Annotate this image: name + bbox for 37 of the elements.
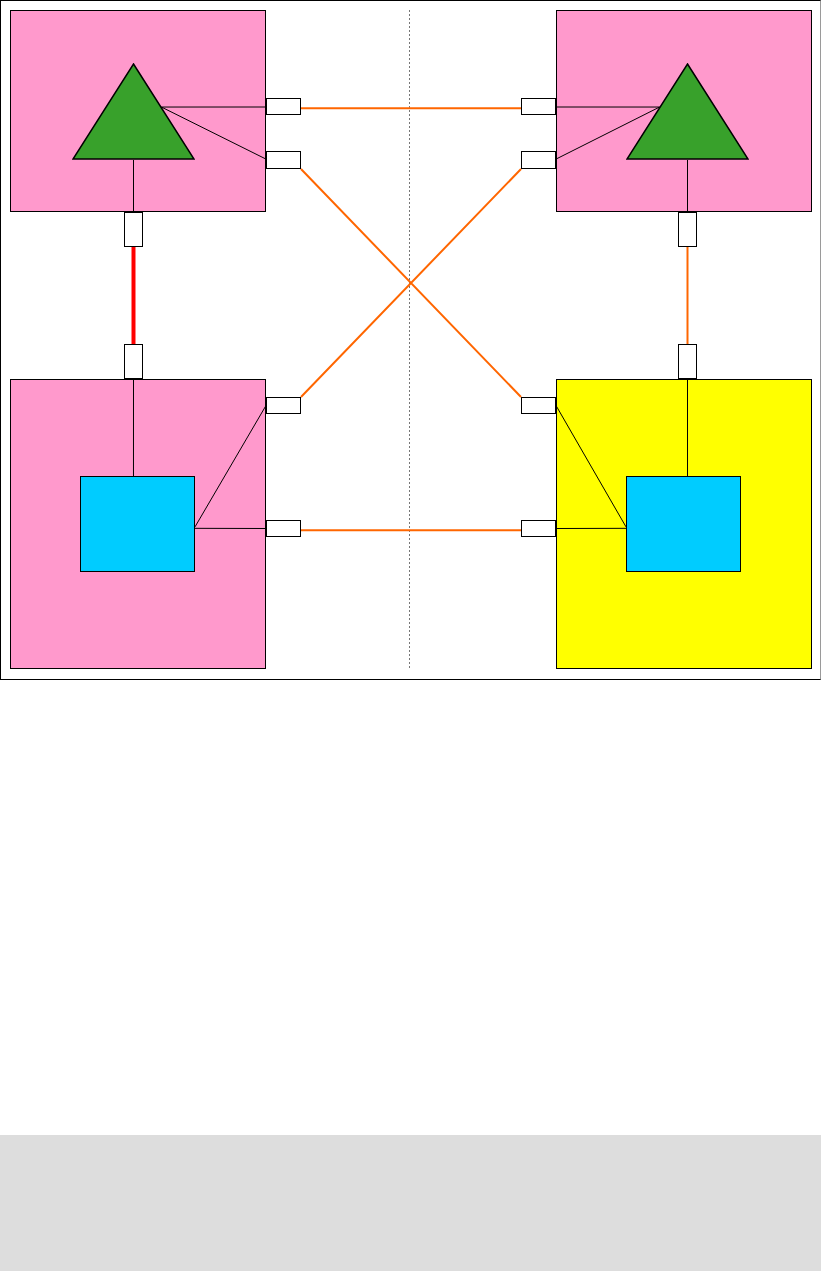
connector-line bbox=[194, 527, 267, 529]
port-connector bbox=[266, 520, 301, 537]
connector-line bbox=[555, 527, 627, 529]
connector-line bbox=[555, 106, 661, 160]
crossing-connector-lines bbox=[300, 168, 522, 398]
connector-line bbox=[555, 106, 661, 108]
connector-line bbox=[131, 247, 136, 344]
square-symbol bbox=[79, 475, 195, 572]
port-connector bbox=[266, 397, 301, 414]
port-connector bbox=[124, 212, 143, 247]
port-connector bbox=[678, 212, 697, 247]
triangle-symbol bbox=[71, 62, 195, 160]
connector-line bbox=[300, 529, 522, 532]
connector-line bbox=[686, 246, 689, 345]
port-connector bbox=[266, 98, 301, 115]
connector-line bbox=[687, 159, 688, 213]
port-connector bbox=[521, 151, 556, 169]
connector-line bbox=[160, 106, 267, 160]
port-connector bbox=[678, 344, 697, 379]
connector-line bbox=[555, 405, 627, 528]
port-connector bbox=[521, 520, 556, 537]
port-connector bbox=[521, 98, 556, 115]
connector-line bbox=[133, 159, 134, 213]
connector-line bbox=[160, 106, 267, 108]
container-block bbox=[10, 10, 266, 212]
port-connector bbox=[266, 151, 301, 169]
container-block bbox=[10, 379, 266, 669]
square-symbol bbox=[625, 475, 741, 572]
triangle-symbol bbox=[625, 62, 749, 160]
port-connector bbox=[521, 397, 556, 414]
container-block bbox=[556, 10, 812, 212]
connector-line bbox=[300, 107, 522, 110]
connector-line bbox=[687, 378, 689, 477]
connector-line bbox=[133, 378, 134, 477]
port-connector bbox=[124, 344, 143, 379]
container-block bbox=[556, 379, 812, 669]
connector-line bbox=[194, 405, 267, 528]
